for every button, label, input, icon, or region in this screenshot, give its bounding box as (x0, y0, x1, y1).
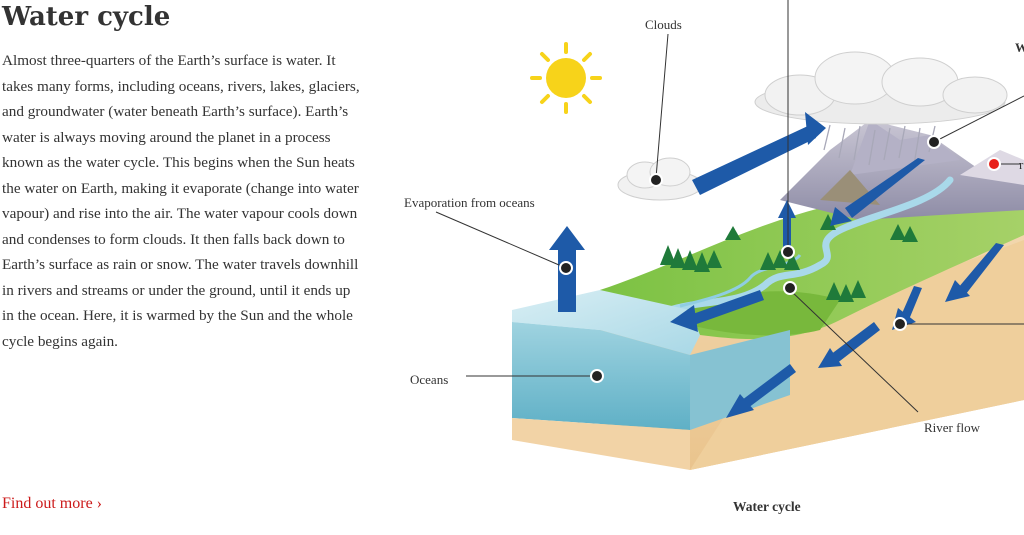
article-body: Almost three-quarters of the Earth’s sur… (2, 52, 360, 350)
marker-red (987, 157, 1001, 171)
vapour-to-cloud-arrow (692, 112, 826, 195)
marker-dots (559, 135, 1001, 383)
marker-evaporation (559, 261, 573, 275)
label-river-flow: River flow (924, 420, 981, 435)
water-cycle-diagram: Clouds Evaporation from oceans Oceans Ri… (362, 0, 1024, 531)
leader-lines (435, 0, 1024, 413)
groundwater-arrow-4 (726, 364, 796, 418)
label-cropped-top: W (1015, 40, 1024, 55)
marker-clouds (649, 173, 663, 187)
label-evaporation: Evaporation from oceans (404, 195, 535, 210)
groundwater-arrow-1 (945, 243, 1004, 302)
marker-mountain (781, 245, 795, 259)
sun-icon (530, 42, 602, 114)
rain-arrow (830, 158, 925, 226)
marker-groundwater (893, 317, 907, 331)
label-oceans: Oceans (410, 372, 448, 387)
trees (660, 214, 918, 302)
large-cloud (754, 51, 1008, 125)
water-cycle-illustration: Clouds Evaporation from oceans Oceans Ri… (404, 0, 1024, 470)
groundwater-arrow-3 (818, 322, 880, 368)
find-out-more-link[interactable]: Find out more › (2, 495, 102, 512)
page-title: Water cycle (2, 2, 171, 32)
runoff-to-ocean-arrow (670, 290, 764, 332)
marker-river-flow (783, 281, 797, 295)
mountain-up-arrow (778, 200, 796, 255)
marker-rain (927, 135, 941, 149)
diagram-caption: Water cycle (733, 499, 801, 514)
rain (823, 124, 936, 166)
marker-oceans (590, 369, 604, 383)
river (666, 176, 954, 314)
label-clouds: Clouds (645, 17, 682, 32)
label-cropped-mid: r (1019, 157, 1024, 172)
